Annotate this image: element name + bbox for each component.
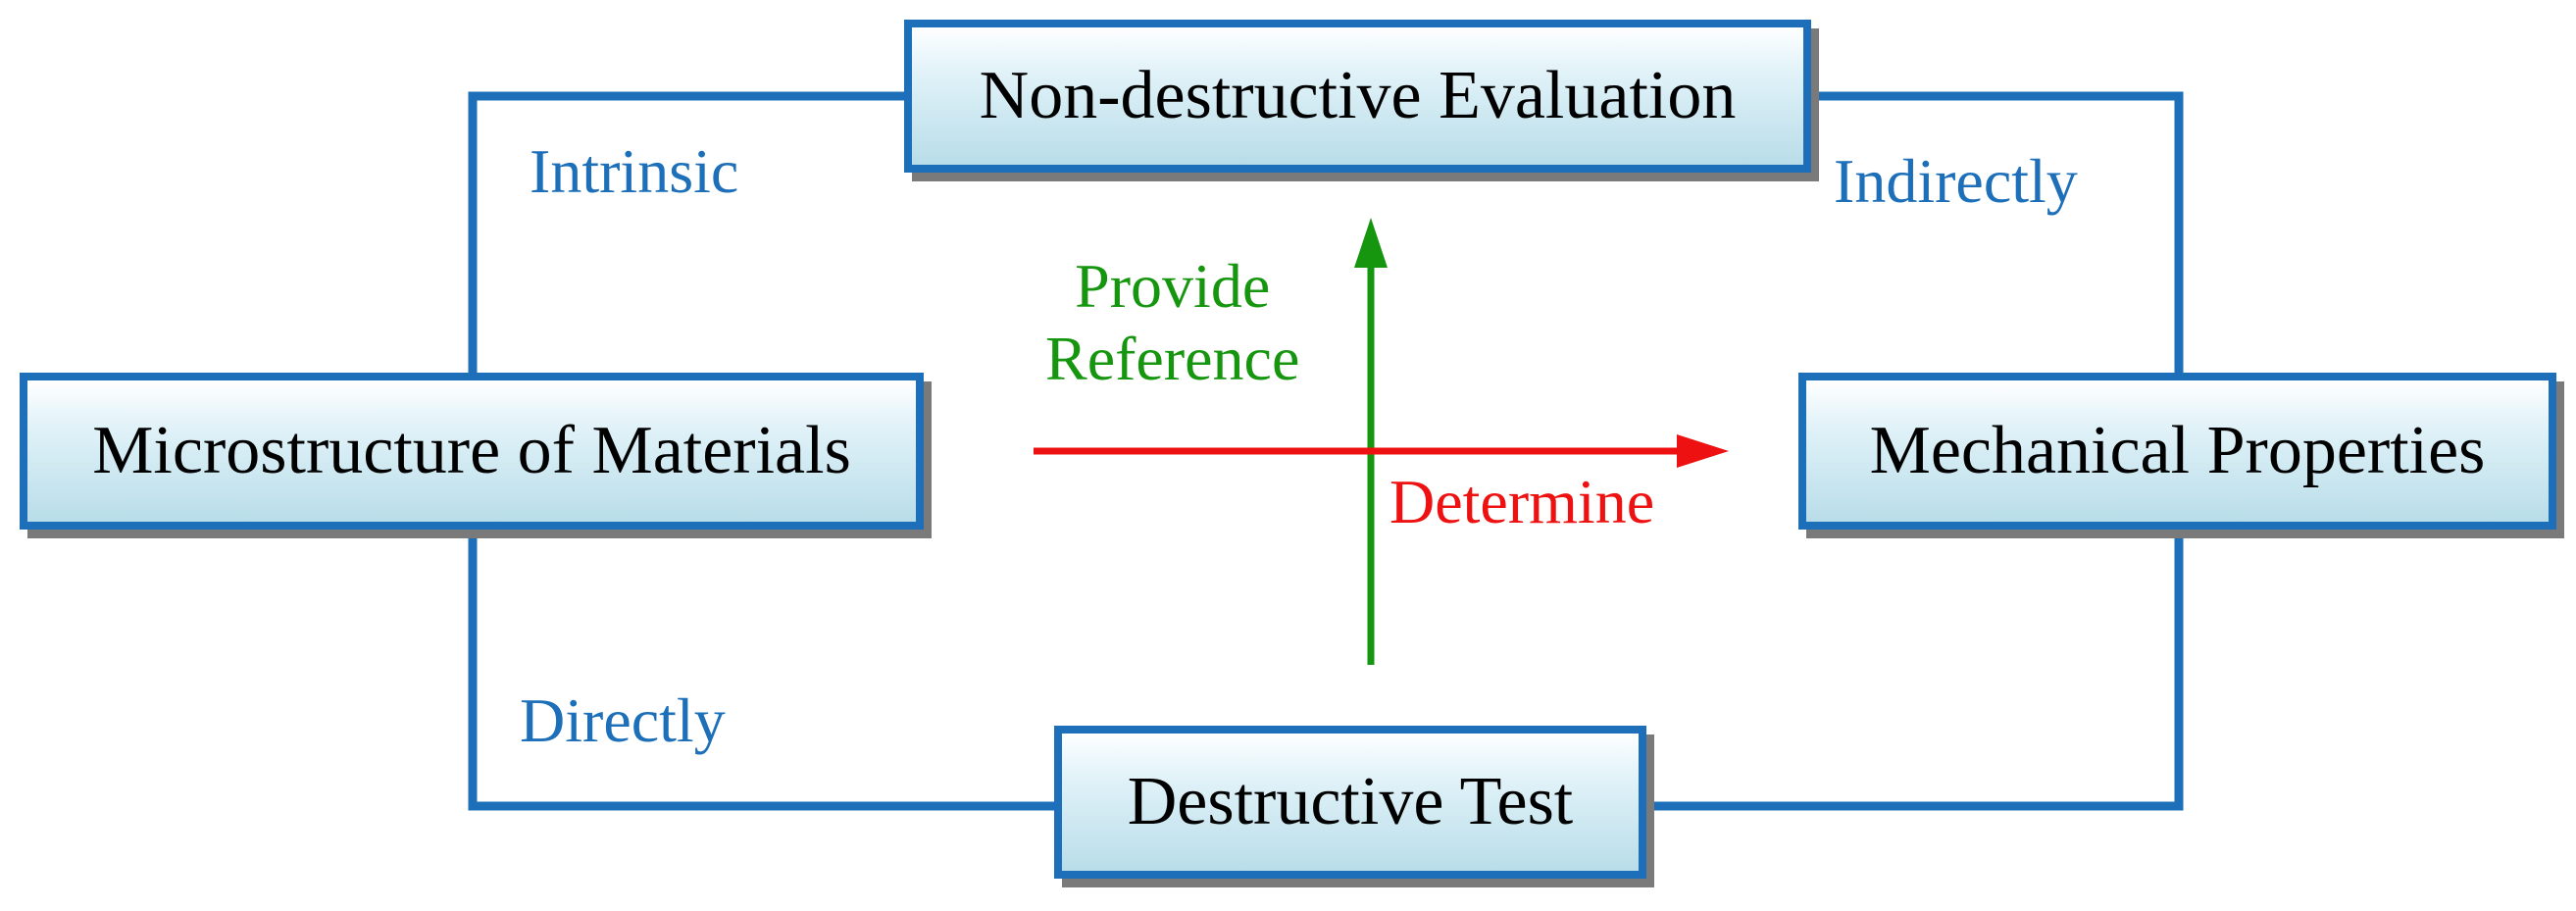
label-provide: Provide	[1075, 251, 1271, 321]
label-intrinsic: Intrinsic	[530, 136, 739, 206]
box-destructive-test-label: Destructive Test	[1127, 764, 1574, 839]
box-microstructure-of-materials-label: Microstructure of Materials	[92, 413, 851, 488]
provide-reference-arrowhead	[1354, 218, 1388, 268]
box-mechanical-properties: Mechanical Properties	[1798, 373, 2556, 530]
label-directly: Directly	[520, 685, 726, 755]
connector-directly	[468, 530, 1054, 811]
connector-indirectly	[1807, 91, 2184, 373]
box-destructive-test: Destructive Test	[1054, 726, 1646, 879]
box-nondestructive-evaluation-label: Non-destructive Evaluation	[979, 58, 1737, 133]
connector-intrinsic	[468, 91, 904, 373]
label-determine: Determine	[1389, 467, 1655, 536]
label-indirectly: Indirectly	[1834, 146, 2078, 216]
connector-bottom-right	[1642, 530, 2184, 811]
label-provide-reference: Provide Reference	[1045, 250, 1299, 394]
determine-arrowhead	[1677, 434, 1729, 468]
box-mechanical-properties-label: Mechanical Properties	[1869, 413, 2486, 488]
box-microstructure-of-materials: Microstructure of Materials	[20, 373, 924, 530]
label-reference: Reference	[1045, 323, 1300, 393]
box-nondestructive-evaluation: Non-destructive Evaluation	[904, 20, 1811, 173]
